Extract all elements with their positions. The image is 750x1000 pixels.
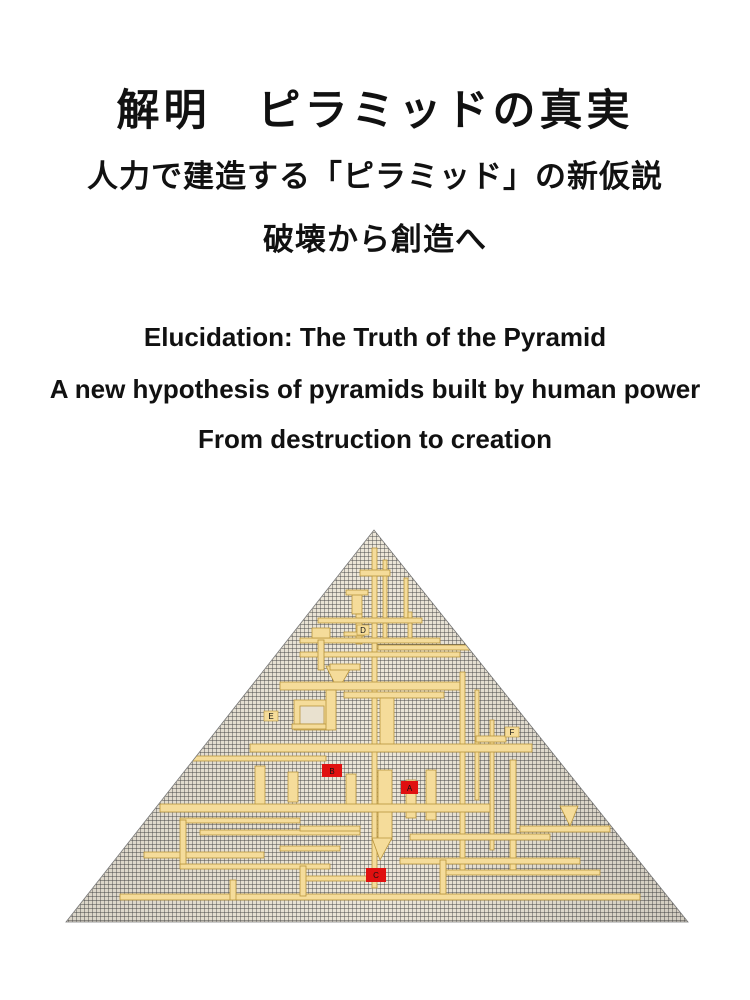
svg-text:E: E xyxy=(268,712,273,721)
svg-text:D: D xyxy=(360,626,366,635)
marker-A: A xyxy=(401,781,418,794)
marker-C: C xyxy=(366,868,386,882)
marker-D: D xyxy=(356,624,370,636)
passages xyxy=(119,547,641,901)
subtitle-japanese: 人力で建造する「ピラミッド」の新仮説 xyxy=(87,159,663,195)
title-japanese: 解明 ピラミッドの真実 xyxy=(116,86,634,136)
svg-text:A: A xyxy=(407,784,413,793)
pyramid-outline xyxy=(65,529,689,923)
marker-E: E xyxy=(263,710,279,722)
subtitle2-english: From destruction to creation xyxy=(198,424,552,454)
pyramid-diagram: A B C D E F xyxy=(65,529,689,923)
title-english: Elucidation: The Truth of the Pyramid xyxy=(143,322,607,352)
subtitle-english: A new hypothesis of pyramids built by hu… xyxy=(49,374,701,404)
svg-text:B: B xyxy=(329,767,334,776)
marker-F: F xyxy=(504,726,520,738)
pyramid-grid: A B C D E F xyxy=(66,530,688,922)
svg-text:F: F xyxy=(510,728,515,737)
marker-B: B xyxy=(322,764,342,777)
subtitle2-japanese: 破壊から創造へ xyxy=(263,222,487,258)
svg-text:C: C xyxy=(373,871,379,880)
